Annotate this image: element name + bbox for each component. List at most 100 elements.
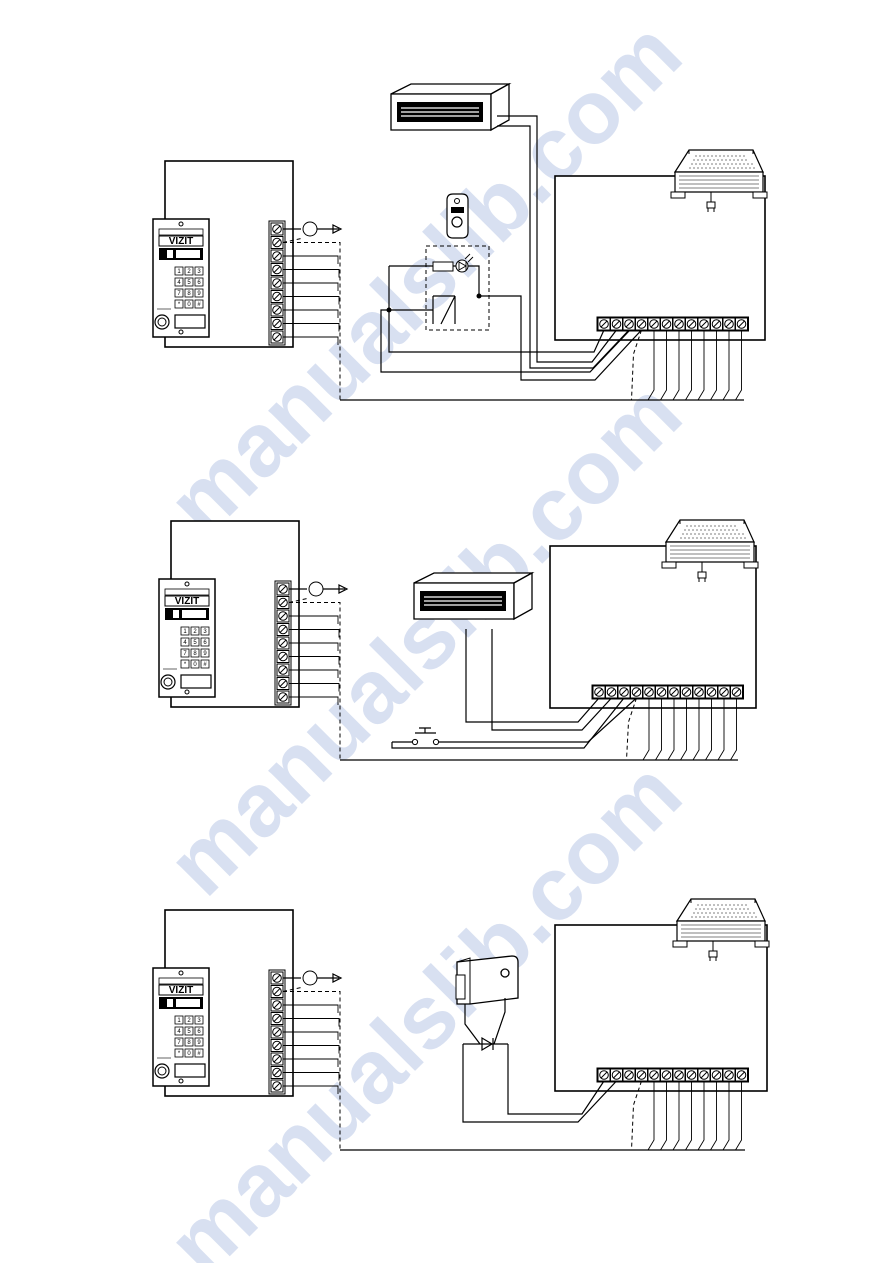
controller-enclosure (554, 175, 766, 341)
keypad-key (180, 637, 190, 647)
controller-enclosure (549, 545, 757, 709)
arrow-icon (332, 973, 343, 983)
exit-button-led-icon (454, 198, 460, 204)
keypad-key (190, 626, 200, 636)
wire (465, 629, 600, 723)
panel-terminal (270, 236, 284, 249)
wire-dashed (288, 598, 341, 760)
keypad-key (194, 266, 204, 276)
wire (289, 669, 339, 678)
wire-ferrite-icon (308, 581, 324, 597)
wire-dashed (631, 1080, 642, 1151)
controller-terminal (697, 317, 711, 331)
panel-terminal (270, 985, 284, 998)
panel-terminal (276, 677, 290, 690)
controller-terminal (642, 685, 656, 699)
wire (692, 698, 700, 761)
panel-terminal (270, 1079, 284, 1093)
keypad-key (194, 1048, 204, 1058)
panel-terminal (276, 663, 290, 677)
keypad-key-label: * (178, 302, 181, 308)
controller-terminal (672, 1068, 686, 1082)
panel-terminal (276, 636, 290, 650)
controller-terminal (717, 685, 731, 699)
controller-terminal (597, 1068, 611, 1082)
controller-terminal-block (596, 1067, 749, 1083)
exit-button-knob-icon (451, 216, 463, 228)
controller-terminal (667, 685, 681, 699)
keypad-key (184, 1048, 194, 1058)
controller-terminal (660, 317, 673, 331)
keypad-key-label: 9 (203, 651, 207, 657)
wire (289, 683, 340, 692)
keypad-key (194, 1026, 204, 1036)
wire-ferrite-icon (302, 221, 318, 237)
controller-terminal (710, 317, 723, 331)
wire-dashed (282, 987, 341, 1150)
keypad-key (184, 266, 194, 276)
wire (283, 1072, 340, 1081)
controller-terminal (605, 685, 618, 699)
button-contact-icon (411, 738, 419, 746)
keypad-key (194, 288, 204, 298)
lock-edge (456, 957, 471, 1004)
keypad-key-label: 7 (177, 1040, 181, 1046)
wire (697, 330, 705, 401)
wire (680, 698, 687, 761)
wire (491, 629, 612, 731)
panel-terminal (276, 596, 290, 609)
panel-terminal (276, 623, 290, 636)
switch-contact-icon (389, 295, 456, 325)
led-symbol (458, 253, 474, 271)
panel-brand-label: VIZIT (169, 985, 193, 996)
keypad-key-label: * (178, 1051, 181, 1057)
keypad-key (174, 299, 184, 309)
keypad-key (184, 1026, 194, 1036)
controller-terminal (722, 317, 736, 331)
keypad-key (194, 277, 204, 287)
wire (289, 642, 339, 651)
wire (392, 697, 637, 743)
keypad-key (190, 659, 200, 669)
panel-terminal (270, 330, 284, 344)
keypad-key-label: 6 (197, 1029, 201, 1035)
wire (479, 295, 642, 381)
keypad-key-label: 5 (187, 280, 191, 286)
wire (283, 1045, 340, 1054)
panel-terminal (270, 1052, 284, 1066)
panel-terminal (270, 317, 284, 330)
wire (289, 629, 340, 638)
wire (283, 255, 339, 264)
wire (283, 309, 339, 318)
panel-terminal (270, 1039, 284, 1052)
keypad-key (190, 637, 200, 647)
keypad-key-label: 4 (177, 1029, 181, 1035)
keypad-key-label: 6 (203, 640, 207, 646)
keypad-key-label: 0 (193, 662, 197, 668)
controller-terminal (617, 685, 631, 699)
keypad-key (174, 1015, 184, 1025)
panel-terminal (270, 290, 284, 303)
controller-terminal (630, 685, 643, 699)
wire (283, 1004, 339, 1013)
wire (388, 266, 605, 353)
controller-terminal (735, 317, 748, 331)
keypad-key-label: * (184, 662, 187, 668)
keypad-key (184, 277, 194, 287)
diode-icon (481, 1036, 494, 1052)
controller-terminal (635, 1068, 648, 1082)
controller-terminal (705, 685, 718, 699)
wire (717, 698, 725, 761)
wire (672, 1081, 680, 1151)
wire (497, 115, 617, 363)
keypad-key-label: 8 (187, 1040, 191, 1046)
controller-terminal (735, 1068, 748, 1082)
keypad-key-label: 3 (197, 269, 201, 275)
exit-button-circuit (425, 245, 490, 331)
wire (283, 1058, 339, 1067)
keypad-key-label: 7 (177, 291, 181, 297)
keypad-key-label: 5 (187, 1029, 191, 1035)
keypad-key (174, 277, 184, 287)
